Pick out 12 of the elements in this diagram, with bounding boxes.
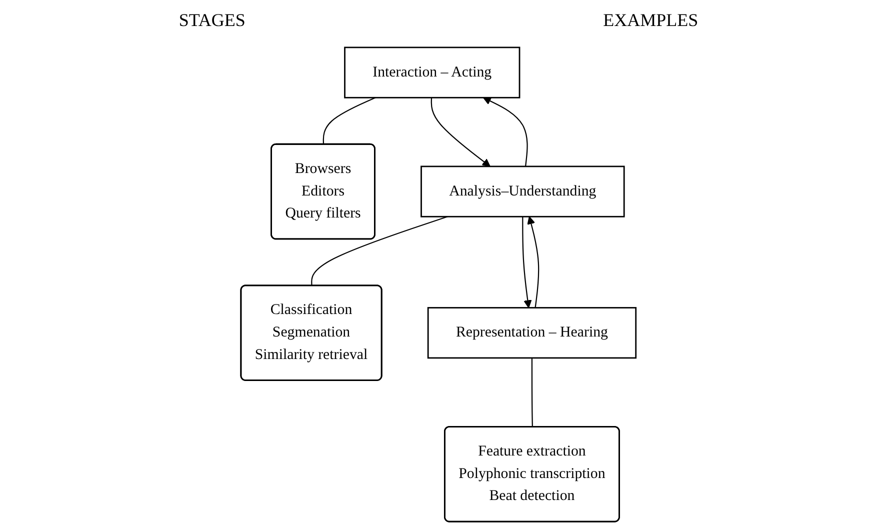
arrow xyxy=(522,216,532,308)
node-box: Analysis–Understanding xyxy=(420,166,625,218)
node-box: Representation – Hearing xyxy=(427,307,637,359)
connector xyxy=(311,216,448,286)
connector xyxy=(532,358,534,428)
connector xyxy=(322,97,376,145)
column-heading: EXAMPLES xyxy=(603,10,698,30)
arrow xyxy=(483,97,528,166)
arrow xyxy=(430,98,491,167)
column-heading: STAGES xyxy=(178,10,246,30)
arrow xyxy=(527,216,540,308)
node-box: Interaction – Acting xyxy=(344,46,520,98)
